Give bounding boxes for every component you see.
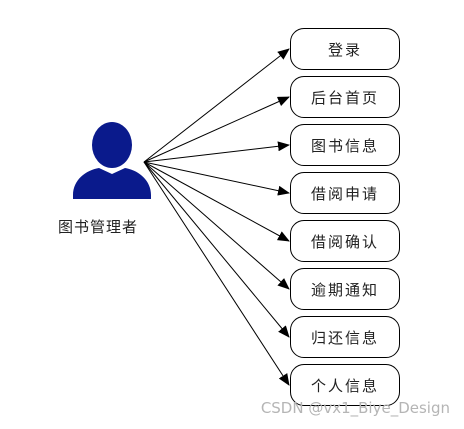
connector-group — [143, 48, 290, 386]
connector-arrow-2 — [143, 96, 290, 163]
actor-body — [73, 168, 151, 199]
connector-arrow-3 — [143, 141, 290, 163]
use-case-borrow-request: 借阅申请 — [290, 172, 400, 214]
use-case-return-info: 归还信息 — [290, 316, 400, 358]
watermark: CSDN @vx1_Biye_Design — [260, 399, 450, 417]
connector-arrow-6 — [143, 161, 290, 290]
use-case-book-info: 图书信息 — [290, 124, 400, 166]
connector-arrow-1 — [143, 48, 290, 163]
connector-arrow-7 — [143, 161, 290, 338]
connector-arrow-8 — [143, 161, 290, 386]
connector-arrow-4 — [143, 161, 290, 196]
use-case-personal-info: 个人信息 — [290, 364, 400, 406]
use-case-borrow-confirm: 借阅确认 — [290, 220, 400, 262]
use-case-overdue-notice: 逾期通知 — [290, 268, 400, 310]
actor-head — [92, 122, 132, 168]
connector-arrow-5 — [143, 161, 290, 242]
actor-label: 图书管理者 — [57, 218, 138, 236]
actor-icon — [73, 122, 151, 199]
use-case-login: 登录 — [290, 28, 400, 70]
use-case-admin-home: 后台首页 — [290, 76, 400, 118]
